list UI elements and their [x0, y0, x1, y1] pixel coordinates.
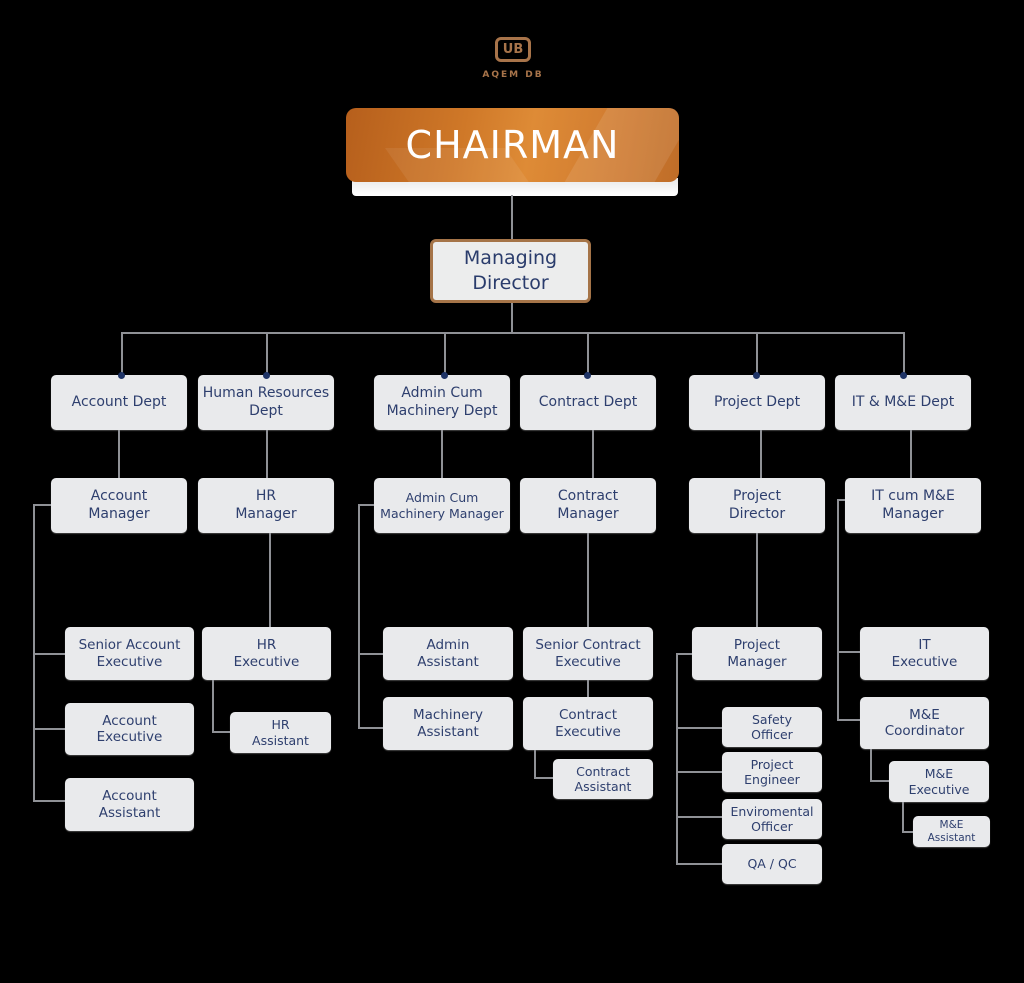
connector-line [756, 533, 758, 627]
contract-manager: Contract Manager [520, 478, 656, 533]
me-executive: M&E Executive [889, 761, 989, 802]
connector-line [676, 816, 722, 818]
connector-line [33, 728, 65, 730]
connector-line [534, 750, 536, 779]
admin-machinery-manager: Admin Cum Machinery Manager [374, 478, 510, 533]
connector-dot [900, 372, 907, 379]
contract-executive: Contract Executive [523, 697, 653, 750]
dept-human-resources: Human Resources Dept [198, 375, 334, 430]
dept-contract: Contract Dept [520, 375, 656, 430]
connector-line [676, 653, 678, 865]
connector-line [760, 430, 762, 478]
connector-line [269, 533, 271, 627]
connector-line [358, 653, 383, 655]
connector-line [837, 719, 860, 721]
qa-qc: QA / QC [722, 844, 822, 884]
safety-officer: Safety Officer [722, 707, 822, 747]
connector-line [676, 863, 722, 865]
connector-line [676, 653, 692, 655]
contract-assistant: Contract Assistant [553, 759, 653, 799]
project-director: Project Director [689, 478, 825, 533]
connector-line [33, 504, 51, 506]
connector-line [358, 504, 374, 506]
connector-line [910, 430, 912, 478]
connector-line [756, 333, 758, 375]
connector-line [118, 430, 120, 478]
connector-line [676, 771, 722, 773]
connector-line [266, 333, 268, 375]
connector-line [511, 195, 513, 239]
connector-dot [441, 372, 448, 379]
connector-line [587, 533, 589, 627]
connector-line [358, 504, 360, 729]
connector-line [266, 430, 268, 478]
connector-dot [753, 372, 760, 379]
connector-line [121, 333, 123, 375]
connector-line [903, 333, 905, 375]
connector-line [33, 653, 65, 655]
connector-line [358, 727, 383, 729]
company-name: AQEM DB [482, 70, 544, 80]
account-executive: Account Executive [65, 703, 194, 755]
connector-dot [118, 372, 125, 379]
connector-line [212, 680, 214, 733]
connector-dot [584, 372, 591, 379]
chairman-shadow [352, 178, 678, 196]
account-manager: Account Manager [51, 478, 187, 533]
connector-line [587, 333, 589, 375]
project-manager: Project Manager [692, 627, 822, 680]
connector-line [870, 780, 889, 782]
me-coordinator: M&E Coordinator [860, 697, 989, 749]
account-assistant: Account Assistant [65, 778, 194, 831]
connector-line [837, 651, 860, 653]
senior-account-executive: Senior Account Executive [65, 627, 194, 680]
dept-it-me: IT & M&E Dept [835, 375, 971, 430]
connector-line [592, 430, 594, 478]
project-engineer: Project Engineer [722, 752, 822, 792]
admin-assistant: Admin Assistant [383, 627, 513, 680]
connector-line [837, 499, 845, 501]
it-me-manager: IT cum M&E Manager [845, 478, 981, 533]
managing-director-box: Managing Director [430, 239, 591, 303]
connector-line [587, 680, 589, 697]
connector-line [444, 333, 446, 375]
hr-manager: HR Manager [198, 478, 334, 533]
hr-assistant: HR Assistant [230, 712, 331, 753]
hr-executive: HR Executive [202, 627, 331, 680]
chairman-box: CHAIRMAN [346, 108, 679, 182]
connector-line [902, 802, 904, 832]
dept-account: Account Dept [51, 375, 187, 430]
connector-line [212, 731, 230, 733]
dept-admin-machinery: Admin Cum Machinery Dept [374, 375, 510, 430]
logo-glyph: UB [502, 42, 524, 57]
senior-contract-executive: Senior Contract Executive [523, 627, 653, 680]
connector-line [902, 831, 913, 833]
chairman-label: CHAIRMAN [405, 123, 620, 167]
dept-project: Project Dept [689, 375, 825, 430]
connector-line [534, 777, 553, 779]
company-logo-icon [495, 37, 531, 62]
connector-line [837, 499, 839, 720]
connector-line [33, 800, 65, 802]
connector-line [441, 430, 443, 478]
department-bus-line [121, 332, 905, 334]
connector-line [511, 303, 513, 334]
connector-line [870, 749, 872, 781]
me-assistant: M&E Assistant [913, 816, 990, 847]
it-executive: IT Executive [860, 627, 989, 680]
connector-line [676, 727, 722, 729]
environmental-officer: Enviromental Officer [722, 799, 822, 839]
machinery-assistant: Machinery Assistant [383, 697, 513, 750]
connector-dot [263, 372, 270, 379]
